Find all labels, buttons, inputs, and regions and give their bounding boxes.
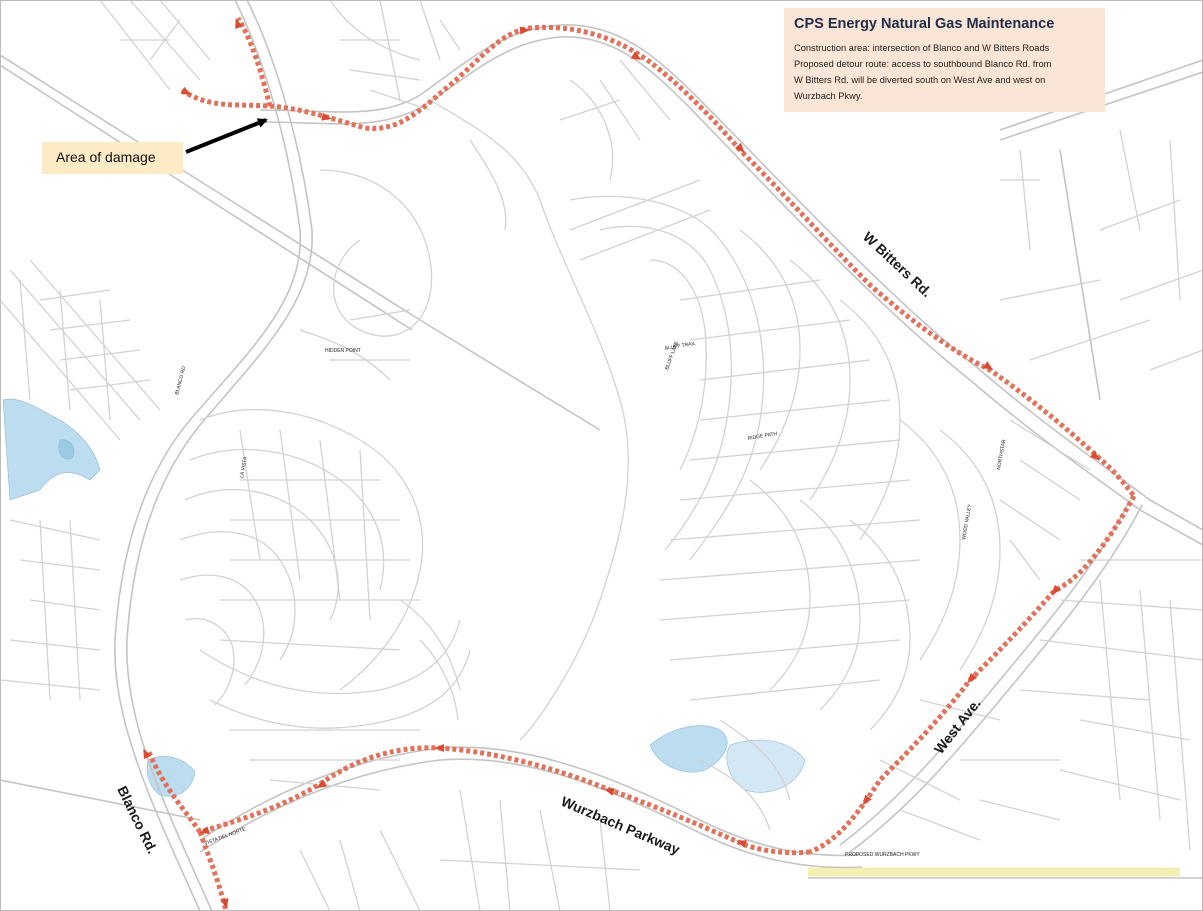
info-line-3: W Bitters Rd. will be diverted south on …: [794, 75, 1046, 85]
route-segment-bitters-west: [180, 87, 271, 109]
arrowhead-icon: [434, 744, 444, 752]
water-features: [2, 398, 806, 797]
label-bluff-lake: BLUFF LAKE: [664, 340, 680, 371]
arrowhead-icon: [967, 672, 977, 684]
label-northstar: NORTHSTAR: [996, 439, 1007, 471]
arrowhead-icon: [519, 26, 530, 35]
arrowhead-icon: [316, 779, 328, 788]
arrowhead-icon: [143, 748, 152, 760]
arrowhead-icon: [1089, 451, 1100, 461]
detour-route: [145, 16, 1137, 911]
arrowhead-icon: [321, 112, 332, 121]
info-line-1: Construction area: intersection of Blanc…: [794, 43, 1050, 53]
info-box: CPS Energy Natural Gas Maintenance Const…: [784, 8, 1105, 112]
arrowhead-icon: [982, 361, 994, 371]
arrowhead-icon: [220, 898, 229, 909]
arrowhead-icon: [235, 18, 243, 30]
arrowhead-icon: [1051, 584, 1061, 596]
route-segment-wurzbach: [199, 745, 811, 856]
route-segment-blanco-south2: [197, 831, 229, 911]
label-blanco-rd-small: BLANCO RD: [174, 365, 187, 395]
label-hidden-point: HIDDEN POINT: [325, 348, 361, 354]
route-arrows: [143, 18, 1100, 909]
arrowhead-icon: [862, 794, 872, 806]
info-title: CPS Energy Natural Gas Maintenance: [794, 16, 1055, 32]
route-segment-blanco-south: [145, 749, 203, 834]
route-segment-blanco-north: [235, 16, 273, 107]
label-wood-valley: WOOD VALLEY: [961, 503, 973, 540]
label-ridge-path: RIDGE PATH: [747, 431, 778, 442]
label-vista-del-norte: VISTA DEL NORTE: [204, 826, 248, 847]
arrowhead-icon: [180, 86, 192, 95]
label-la-vista: LA VISTA: [239, 456, 249, 479]
arrowhead-icon: [199, 826, 211, 834]
road-label-w-bitters: W Bitters Rd.: [860, 228, 935, 300]
arrowhead-icon: [604, 788, 616, 796]
road-label-blanco: Blanco Rd.: [114, 783, 160, 856]
label-bluff-trail: BLUFF TRAIL: [664, 341, 696, 352]
info-line-2: Proposed detour route: access to southbo…: [794, 59, 1052, 69]
arrowhead-icon: [735, 142, 745, 153]
info-body: Construction area: intersection of Blanc…: [794, 40, 1097, 104]
arrowhead-icon: [736, 840, 748, 848]
damage-callout: Area of damage: [42, 142, 183, 174]
info-line-4: Wurzbach Pkwy.: [794, 91, 863, 101]
arrowhead-icon: [630, 51, 642, 60]
route-segment-bitters-east: [269, 24, 1136, 498]
pointer-arrow-icon: [185, 118, 268, 154]
label-proposed-wurzbach: PROPOSED WURZBACH PKWY: [845, 852, 920, 858]
